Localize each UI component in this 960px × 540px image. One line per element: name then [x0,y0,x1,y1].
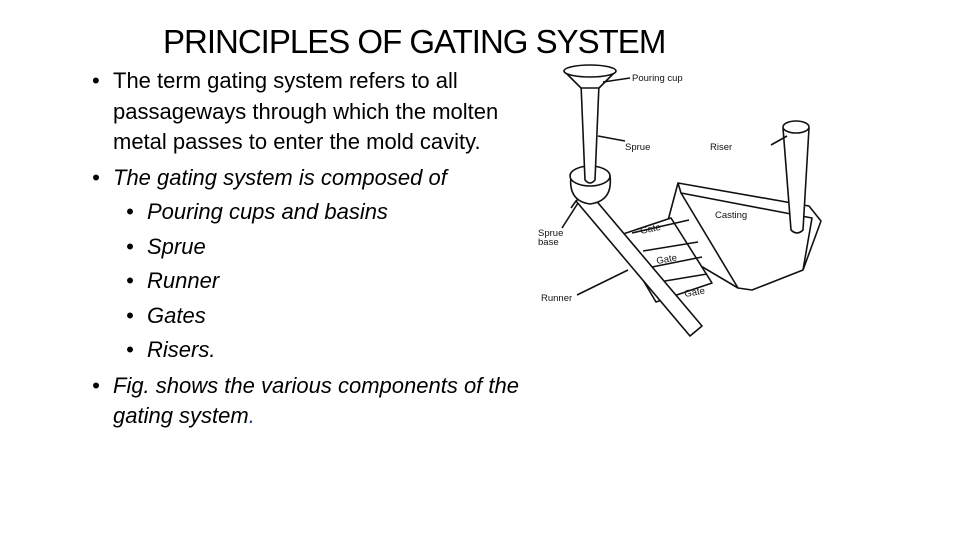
subbullet-sprue: Sprue [126,232,532,263]
gating-system-figure: Pouring cup Sprue Riser Casting Sprue ba… [538,64,822,337]
subbullet-risers: Risers. [126,335,532,366]
subbullet-runner: Runner [126,266,532,297]
label-gate-2: Gate [656,253,678,267]
figure-reference-period: . [248,403,255,428]
label-sprue: Sprue [625,142,650,153]
bullet-composition: The gating system is composed of [92,163,532,194]
label-sprue-base-line1: Sprue [538,228,563,239]
label-runner: Runner [541,293,572,304]
figure-reference-text: Fig. shows the various components of the… [113,372,519,429]
subbullet-pouring-cups: Pouring cups and basins [126,197,532,228]
label-riser: Riser [710,142,732,153]
casting-shape [661,182,822,291]
bullet-definition: The term gating system refers to all pas… [92,66,532,158]
label-pouring-cup: Pouring cup [632,73,683,84]
label-gate-3: Gate [684,286,706,300]
bullet-list: The term gating system refers to all pas… [92,66,532,432]
label-casting: Casting [715,210,747,221]
bullet-figure-reference: Fig. shows the various components of the… [92,371,532,432]
figure-labels: Pouring cup Sprue Riser Casting Sprue ba… [538,73,747,304]
riser-shape [782,120,810,234]
slide-title: PRINCIPLES OF GATING SYSTEM [163,23,666,60]
leader-lines [561,77,788,296]
sprue-and-pouring-cup-shape [563,64,617,184]
subbullet-gates: Gates [126,301,532,332]
label-gate-1: Gate [639,222,661,237]
label-sprue-base-line2: base [538,237,559,248]
